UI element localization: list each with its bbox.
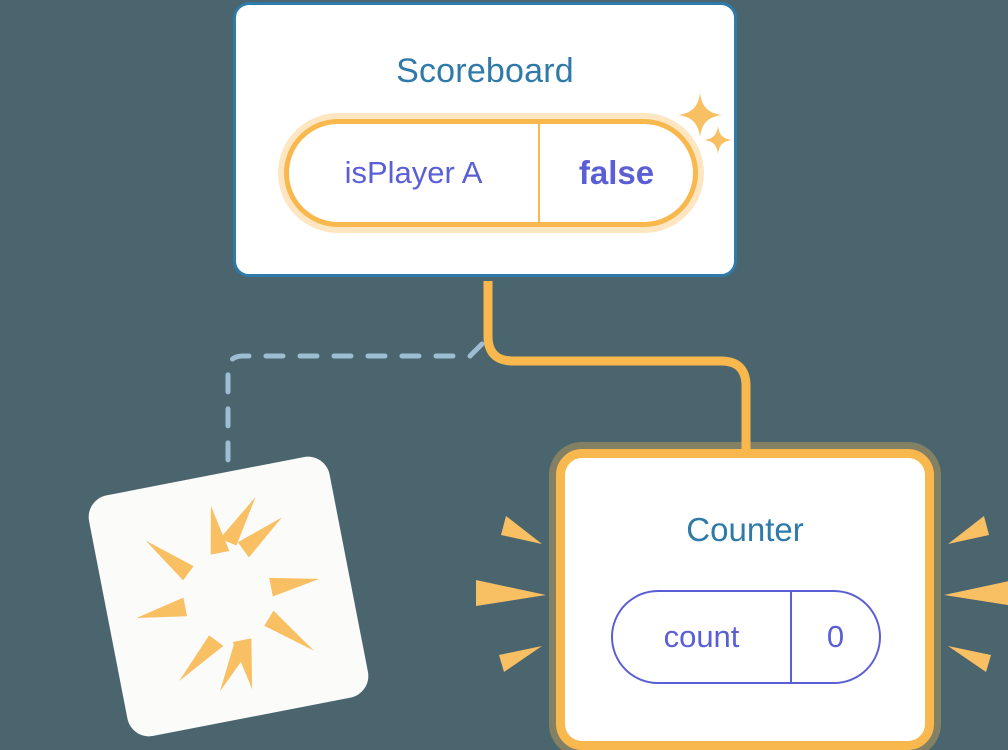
scoreboard-prop-key: isPlayer A	[289, 124, 540, 222]
placeholder-card[interactable]	[84, 452, 373, 741]
connector-scoreboard-to-placeholder	[225, 341, 485, 465]
counter-prop-pill[interactable]: count 0	[611, 590, 881, 684]
counter-prop-key: count	[613, 592, 792, 682]
counter-title: Counter	[686, 511, 804, 548]
counter-highlight-rays-right-icon	[944, 516, 1008, 672]
counter-card[interactable]: Counter count 0	[556, 449, 934, 750]
scoreboard-prop-value: false	[578, 154, 655, 191]
counter-highlight-rays-left-icon	[476, 516, 546, 672]
counter-prop-value: 0	[826, 619, 845, 654]
connector-scoreboard-to-counter	[483, 281, 751, 462]
scoreboard-title: Scoreboard	[396, 52, 574, 90]
scoreboard-prop-pill[interactable]: isPlayer A false	[284, 119, 698, 227]
scoreboard-card[interactable]: Scoreboard isPlayer A false	[233, 2, 737, 277]
